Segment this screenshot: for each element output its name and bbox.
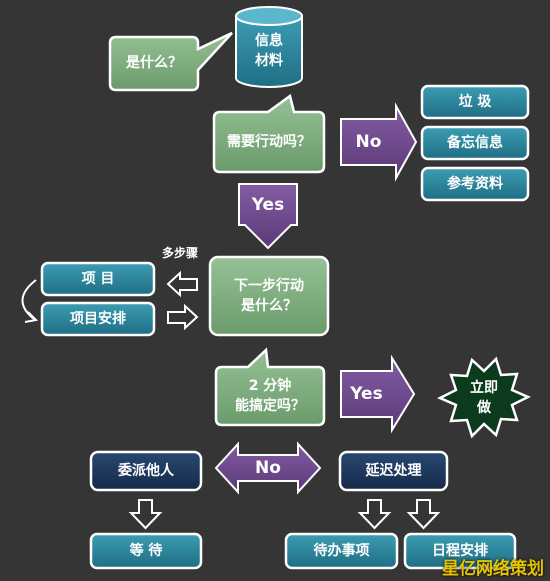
schedule-box: [403, 532, 517, 570]
next-action-box: [208, 255, 330, 337]
info-cylinder: [235, 6, 303, 88]
bubble-action: [212, 93, 326, 174]
yes-arrow-down: [238, 183, 298, 250]
wait-box: [89, 532, 203, 570]
down-arrow-schedule: [406, 499, 441, 530]
reference-box: [420, 166, 530, 202]
watermark: 星亿网络策划: [442, 559, 544, 579]
defer-box: [338, 450, 449, 492]
project-box: [40, 261, 156, 297]
no-arrow-right: [340, 102, 418, 182]
down-arrow-todo: [357, 499, 392, 530]
no-arrow-double: [214, 441, 322, 495]
delegate-box: [89, 450, 203, 492]
trash-box: [420, 84, 530, 120]
bubble-two-min: [214, 347, 326, 427]
down-arrow-wait: [128, 499, 163, 530]
yes-arrow-right: [340, 354, 416, 434]
project-plan-box: [40, 301, 156, 337]
hollow-arrow-left: [166, 270, 198, 298]
memo-box: [420, 125, 530, 161]
starburst-do-it: [437, 356, 531, 439]
curved-cycle-arrow: [21, 279, 39, 323]
todo-box: [284, 532, 399, 570]
bubble-what: [108, 31, 233, 92]
hollow-arrow-right: [167, 303, 199, 331]
